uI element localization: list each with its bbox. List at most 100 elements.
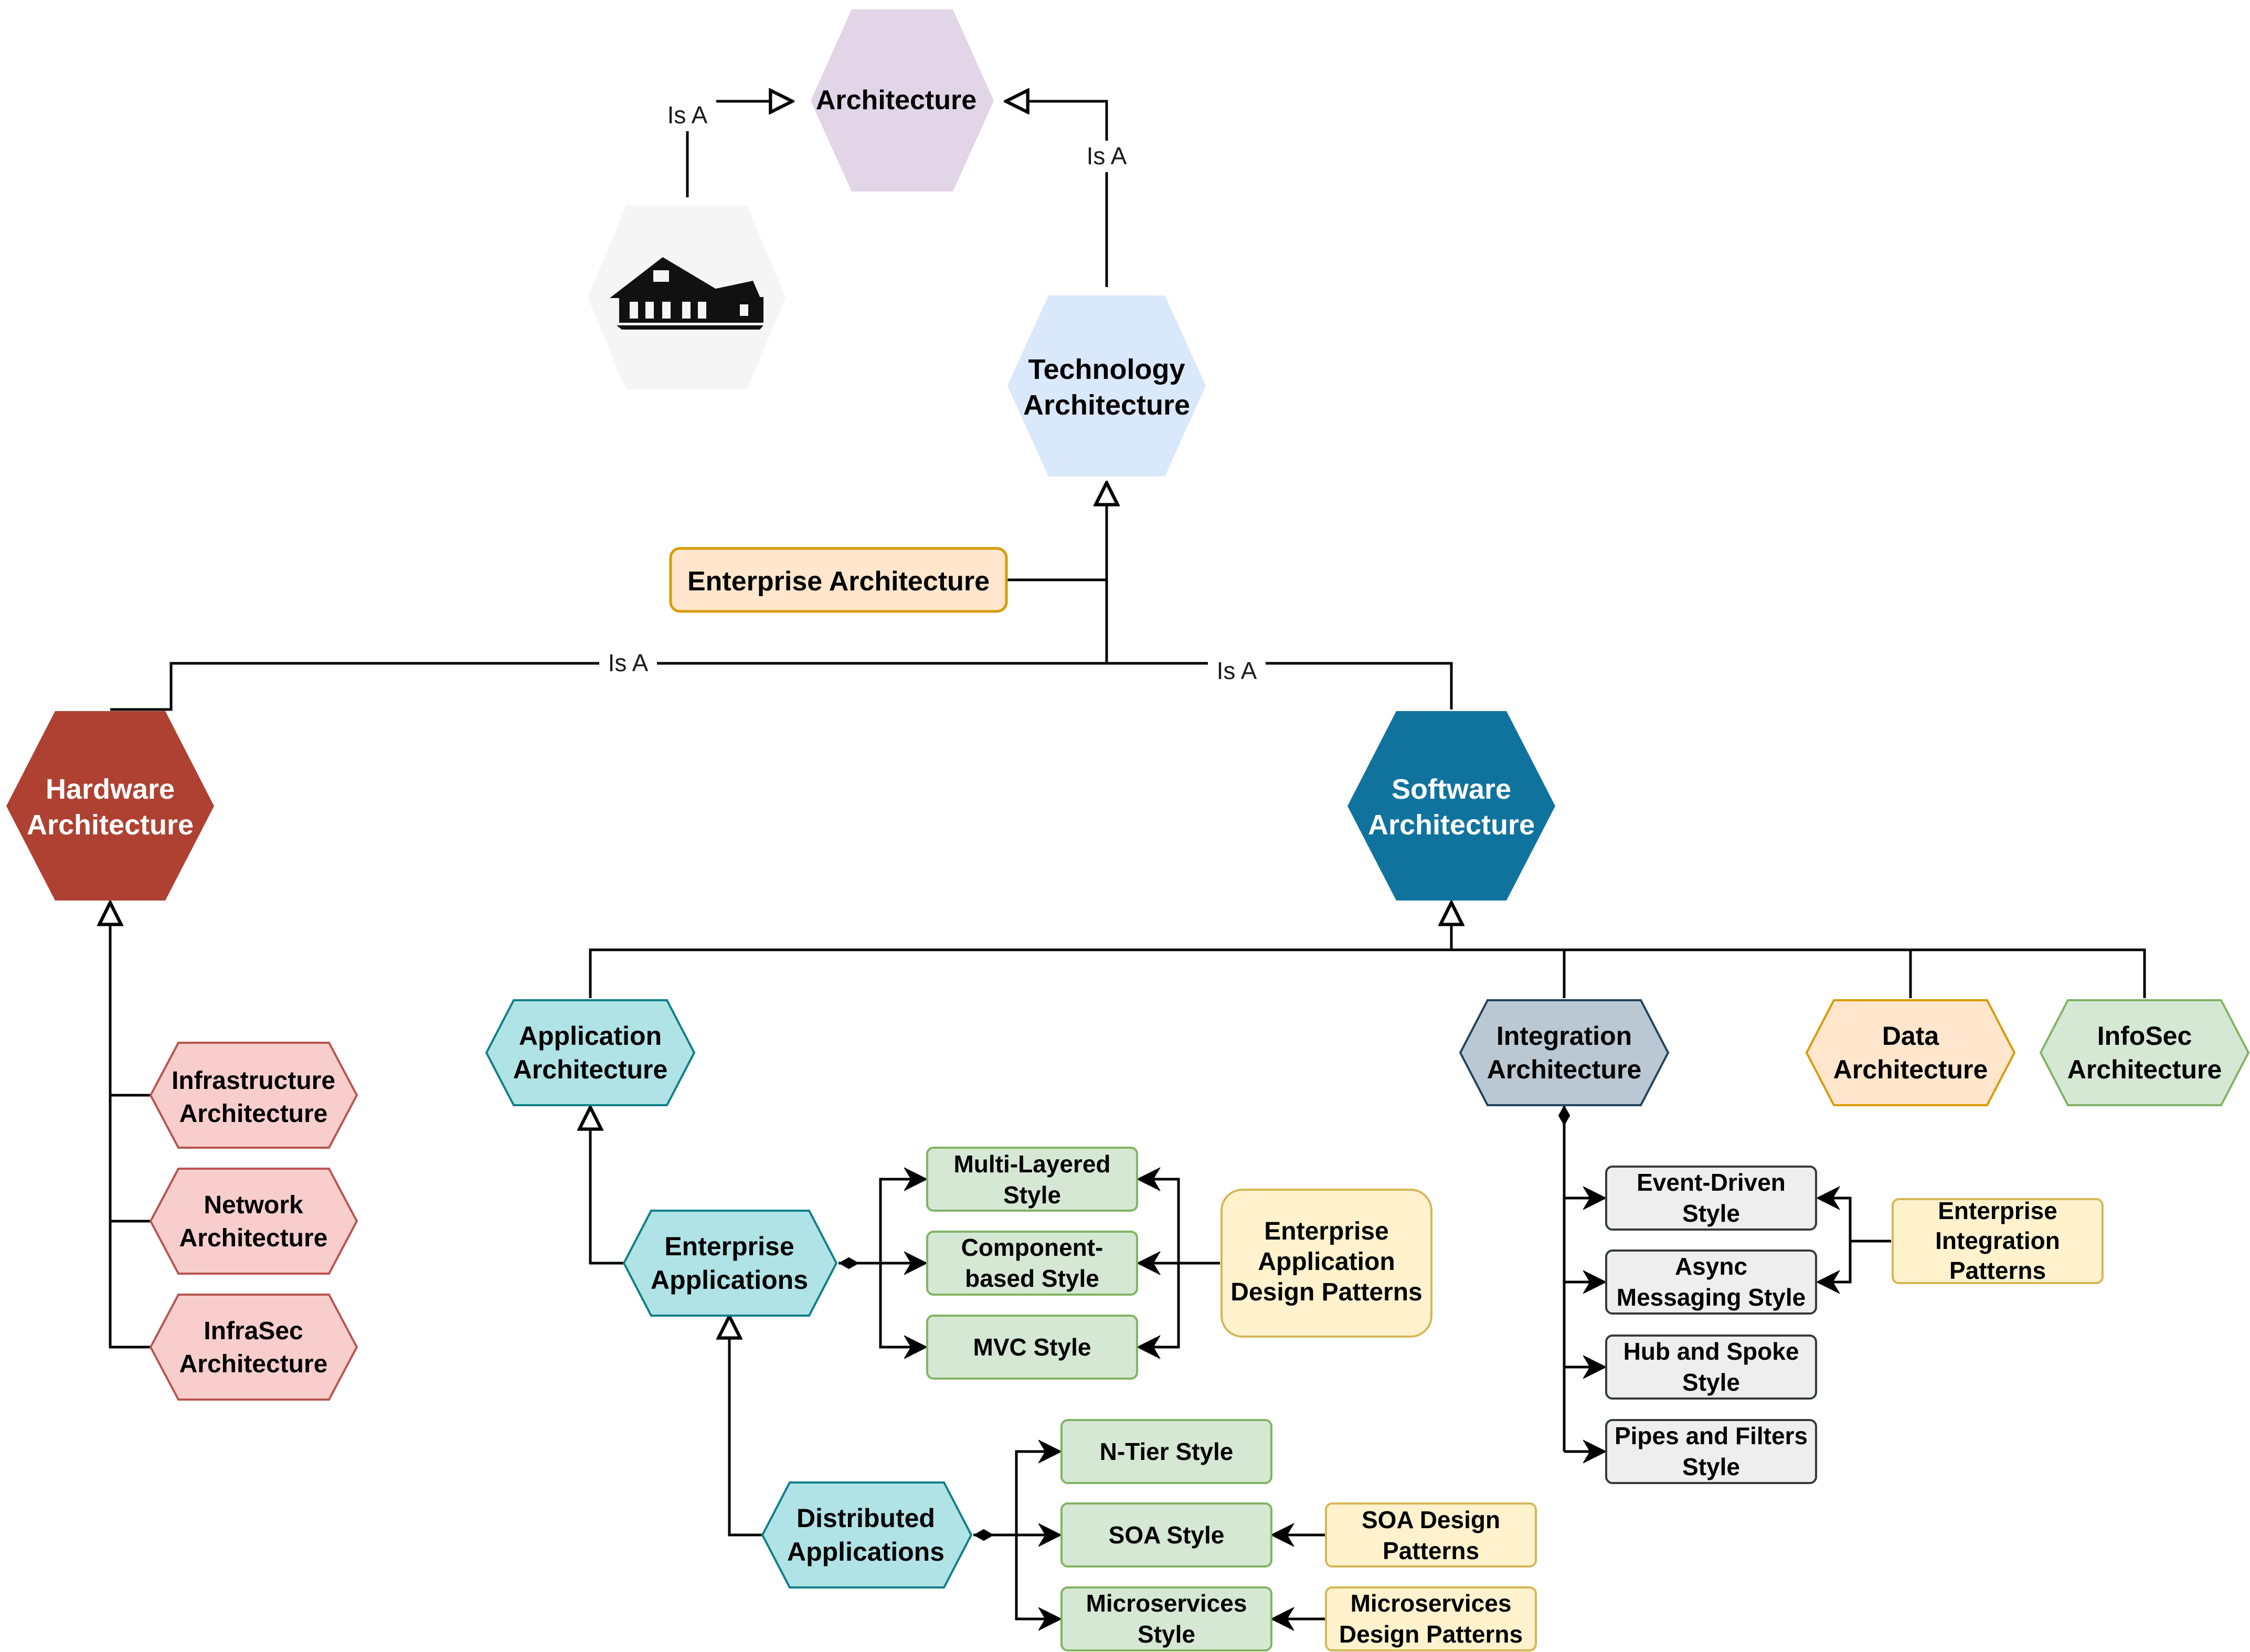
mvc-style-node: MVC Style <box>926 1315 1138 1380</box>
hub-and-spoke-style-label-line1: Hub and Spoke <box>1623 1338 1799 1365</box>
eip-label-line1: Enterprise <box>1938 1197 2057 1224</box>
edge-eadp-to-mvc <box>1139 1263 1180 1347</box>
edge-software-children-bus <box>589 948 2146 998</box>
architecture-label: Architecture <box>816 85 977 115</box>
edge-distributed-to-enterprise-apps <box>729 1316 762 1537</box>
network-architecture-label-line2: Architecture <box>179 1224 328 1252</box>
edge-enterprise-apps-to-application <box>590 1107 624 1265</box>
edge-to-n-tier <box>1015 1452 1060 1535</box>
infrastructure-architecture-label-line2: Architecture <box>179 1100 328 1128</box>
async-messaging-style-label-line1: Async <box>1675 1253 1747 1280</box>
pipes-and-filters-style-label-line1: Pipes and Filters <box>1615 1422 1808 1449</box>
enterprise-application-design-patterns-node: Enterprise Application Design Patterns <box>1220 1189 1432 1338</box>
component-based-style-node: Component- based Style <box>926 1231 1138 1296</box>
integration-architecture-label-line1: Integration <box>1497 1021 1632 1051</box>
pipes-and-filters-style-label-line2: Style <box>1682 1453 1740 1480</box>
microservices-design-patterns-node: Microservices Design Patterns <box>1325 1586 1537 1651</box>
infrastructure-architecture-label-line1: Infrastructure <box>172 1067 335 1095</box>
edge-software-to-technology <box>1107 662 1453 709</box>
infosec-architecture-label-line2: Architecture <box>2067 1055 2222 1084</box>
distributed-applications-label-line1: Distributed <box>797 1503 935 1533</box>
microservices-design-patterns-label-line1: Microservices <box>1351 1590 1512 1617</box>
edge-network-to-hardware <box>109 1095 151 1223</box>
microservices-style-label-line2: Style <box>1138 1621 1195 1648</box>
multi-layered-style-label-line2: Style <box>1003 1181 1061 1209</box>
edge-label-hardware-is-a: Is A <box>608 649 649 676</box>
enterprise-applications-label-line1: Enterprise <box>664 1232 794 1261</box>
soa-style-label: SOA Style <box>1109 1521 1225 1549</box>
n-tier-style-node: N-Tier Style <box>1060 1419 1272 1484</box>
edge-to-microservices-style <box>1015 1535 1060 1619</box>
event-driven-style-node: Event-Driven Style <box>1605 1166 1817 1231</box>
n-tier-style-label: N-Tier Style <box>1100 1438 1234 1465</box>
technology-architecture-node: Technology Architecture <box>1007 295 1206 476</box>
edge-label-software-is-a: Is A <box>1217 657 1257 684</box>
edge-enterprise-architecture-to-technology <box>1006 483 1107 581</box>
infrastructure-architecture-node: Infrastructure Architecture <box>149 1042 358 1149</box>
component-based-style-label-line1: Component- <box>961 1234 1103 1261</box>
hub-and-spoke-style-node: Hub and Spoke Style <box>1605 1335 1817 1400</box>
soa-design-patterns-label-line1: SOA Design <box>1362 1506 1500 1533</box>
eip-label-line2: Integration <box>1935 1227 2060 1254</box>
edge-infrastructure-to-hardware <box>110 903 151 1097</box>
connectors <box>109 101 2146 1619</box>
technology-architecture-label-line1: Technology <box>1028 354 1185 385</box>
edge-labels: Is A Is A Is A Is A <box>599 100 1266 687</box>
eadp-label-line1: Enterprise <box>1264 1217 1388 1245</box>
microservices-style-label-line1: Microservices <box>1086 1590 1247 1617</box>
edge-hardware-to-technology <box>110 483 1107 711</box>
hardware-architecture-node: Hardware Architecture <box>6 711 214 901</box>
software-architecture-label-line2: Architecture <box>1368 809 1535 841</box>
edge-label-house-is-a: Is A <box>667 101 708 129</box>
enterprise-applications-label-line2: Applications <box>651 1265 808 1295</box>
enterprise-architecture-label: Enterprise Architecture <box>687 566 990 597</box>
application-architecture-node: Application Architecture <box>485 999 696 1106</box>
edge-to-mvc <box>879 1263 926 1347</box>
software-architecture-node: Software Architecture <box>1347 711 1555 901</box>
enterprise-architecture-node: Enterprise Architecture <box>669 547 1008 613</box>
soa-design-patterns-node: SOA Design Patterns <box>1325 1502 1537 1568</box>
enterprise-applications-node: Enterprise Applications <box>622 1210 838 1317</box>
software-architecture-label-line1: Software <box>1392 774 1511 805</box>
infrasec-architecture-node: InfraSec Architecture <box>149 1294 358 1401</box>
house-node <box>588 206 786 389</box>
async-messaging-style-node: Async Messaging Style <box>1605 1249 1817 1315</box>
eip-label-line3: Patterns <box>1949 1257 2046 1284</box>
hardware-architecture-label-line2: Architecture <box>27 809 194 841</box>
architecture-node: Architecture <box>811 9 994 192</box>
infrasec-architecture-label-line1: InfraSec <box>204 1317 303 1345</box>
soa-design-patterns-label-line2: Patterns <box>1383 1537 1479 1564</box>
async-messaging-style-label-line2: Messaging Style <box>1617 1284 1806 1311</box>
edge-technology-to-architecture <box>1006 101 1108 287</box>
integration-architecture-label-line2: Architecture <box>1487 1055 1642 1084</box>
network-architecture-node: Network Architecture <box>149 1168 358 1275</box>
network-architecture-label-line1: Network <box>204 1191 303 1219</box>
mvc-style-label: MVC Style <box>973 1333 1091 1361</box>
edge-eip-to-async <box>1818 1241 1852 1282</box>
eadp-label-line3: Design Patterns <box>1230 1278 1422 1306</box>
multi-layered-style-node: Multi-Layered Style <box>926 1147 1138 1212</box>
multi-layered-style-label-line1: Multi-Layered <box>953 1150 1110 1178</box>
hub-and-spoke-style-label-line2: Style <box>1682 1369 1740 1396</box>
hardware-architecture-label-line1: Hardware <box>46 774 175 805</box>
edge-infrasec-to-hardware <box>109 1221 151 1349</box>
application-architecture-label-line2: Architecture <box>513 1055 668 1084</box>
component-based-style-label-line2: based Style <box>965 1265 1099 1292</box>
enterprise-integration-patterns-node: Enterprise Integration Patterns <box>1892 1197 2104 1284</box>
technology-architecture-label-line2: Architecture <box>1023 389 1190 421</box>
data-architecture-label-line1: Data <box>1882 1021 1940 1051</box>
infrasec-architecture-label-line2: Architecture <box>179 1350 328 1378</box>
integration-architecture-node: Integration Architecture <box>1459 999 1670 1106</box>
event-driven-style-label-line2: Style <box>1682 1200 1740 1227</box>
edge-eadp-to-multi <box>1139 1179 1180 1263</box>
application-architecture-label-line1: Application <box>519 1021 662 1051</box>
data-architecture-label-line2: Architecture <box>1833 1055 1988 1084</box>
microservices-design-patterns-label-line2: Design Patterns <box>1339 1621 1523 1648</box>
microservices-style-node: Microservices Style <box>1060 1586 1272 1651</box>
data-architecture-node: Data Architecture <box>1805 999 2016 1106</box>
infosec-architecture-node: InfoSec Architecture <box>2039 999 2250 1106</box>
house-icon <box>610 257 763 330</box>
soa-style-node: SOA Style <box>1060 1502 1272 1568</box>
infosec-architecture-label-line1: InfoSec <box>2097 1021 2192 1051</box>
